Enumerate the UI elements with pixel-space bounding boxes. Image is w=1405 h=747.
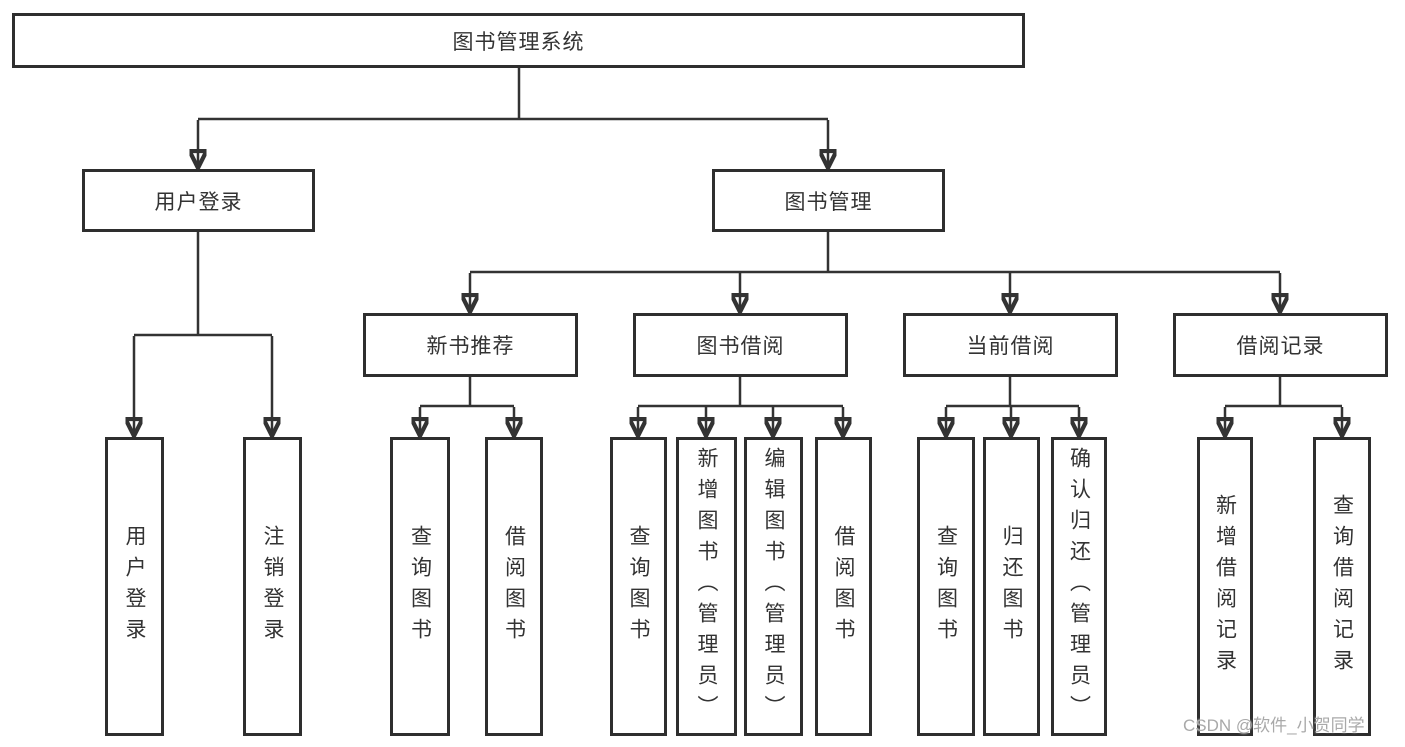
leaf-borrow-books-recommend: 借阅图书 (485, 437, 543, 736)
leaf-borrow-books: 借阅图书 (815, 437, 872, 736)
leaf-logout: 注销登录 (243, 437, 302, 736)
leaf-edit-book-admin: 编辑图书（管理员） (744, 437, 803, 736)
node-user-login: 用户登录 (82, 169, 315, 232)
connector-new-book-recommend (420, 377, 514, 436)
connector-book-management (470, 232, 1280, 312)
connector-root (198, 68, 828, 168)
leaf-query-books-current: 查询图书 (917, 437, 975, 736)
connector-current-borrow (946, 377, 1079, 436)
connector-book-borrow (638, 377, 843, 436)
node-root: 图书管理系统 (12, 13, 1025, 68)
leaf-query-books-recommend: 查询图书 (390, 437, 450, 736)
leaf-user-login: 用户登录 (105, 437, 164, 736)
connector-borrow-records (1225, 377, 1342, 436)
watermark: CSDN @软件_小贺同学 (1183, 716, 1365, 735)
leaf-query-books-borrow: 查询图书 (610, 437, 667, 736)
node-borrow-records: 借阅记录 (1173, 313, 1388, 377)
leaf-query-borrow-record: 查询借阅记录 (1313, 437, 1371, 736)
leaf-add-borrow-record: 新增借阅记录 (1197, 437, 1253, 736)
node-new-book-recommend: 新书推荐 (363, 313, 578, 377)
leaf-add-book-admin: 新增图书（管理员） (676, 437, 737, 736)
connector-user-login (134, 232, 272, 436)
node-current-borrow: 当前借阅 (903, 313, 1118, 377)
node-book-borrow: 图书借阅 (633, 313, 848, 377)
node-book-management: 图书管理 (712, 169, 945, 232)
leaf-return-book: 归还图书 (983, 437, 1040, 736)
leaf-confirm-return-admin: 确认归还（管理员） (1051, 437, 1107, 736)
